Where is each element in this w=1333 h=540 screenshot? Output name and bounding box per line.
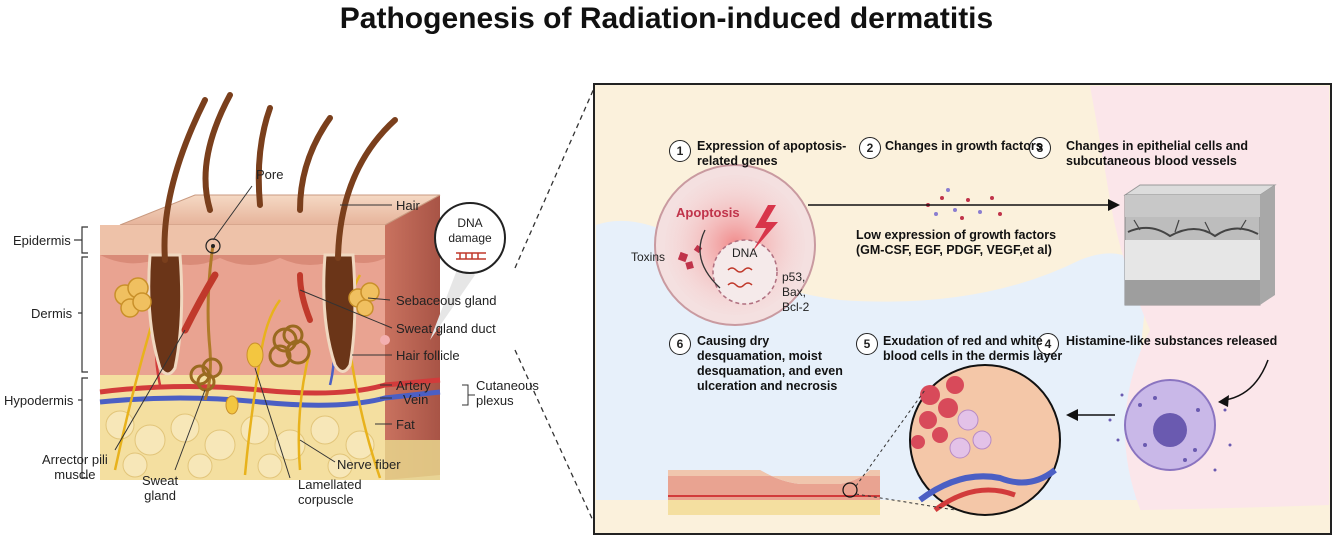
sweat-gland-coil-2 <box>268 324 311 368</box>
skin-side-face <box>385 195 440 480</box>
label-pore: Pore <box>256 167 284 182</box>
hair-strands <box>161 92 398 263</box>
dna-damage-callout <box>434 202 506 274</box>
step-2-text: Changes in growth factors <box>885 139 1043 153</box>
epithelium-tissue <box>1123 184 1277 306</box>
label-arrector-pili: Arrector pili muscle <box>42 452 108 482</box>
arrector-pili-muscle <box>181 271 219 334</box>
layer-hypodermis: Hypodermis <box>4 393 74 408</box>
step-2-number: 2 <box>859 137 881 159</box>
sebaceous-gland-right <box>348 282 380 317</box>
pore-marker <box>205 238 221 254</box>
histamine-granules <box>1108 393 1232 472</box>
label-dna-damage: DNA damage <box>448 216 492 245</box>
histamine-release-arrow <box>1224 359 1269 401</box>
artery-vessel <box>99 377 441 396</box>
layer-epidermis: Epidermis <box>13 233 71 248</box>
label-hair-follicle: Hair follicle <box>396 348 460 363</box>
label-sweat-gland-duct: Sweat gland duct <box>396 321 496 336</box>
layer-dermis: Dermis <box>31 306 73 321</box>
step-1-text: Expression of apoptosis- related genes <box>697 139 847 168</box>
label-hair: Hair <box>396 198 420 213</box>
label-sebaceous-gland: Sebaceous gland <box>396 293 497 308</box>
label-lamellated-corpuscle: Lamellated corpuscle <box>298 477 362 507</box>
step-1-number: 1 <box>669 140 691 162</box>
label-fat: Fat <box>396 417 415 432</box>
step-4-text: Histamine-like substances released <box>1066 334 1278 348</box>
skin-strip <box>668 470 880 515</box>
step-5-text: Exudation of red and white blood cells i… <box>883 334 1063 363</box>
nucleus <box>712 239 778 305</box>
step-6-number: 6 <box>669 333 691 355</box>
label-nerve-fiber: Nerve fiber <box>337 457 401 472</box>
label-vein: Vein <box>403 392 429 407</box>
dna-helix-icon <box>456 252 486 260</box>
step-4-number: 4 <box>1037 333 1059 355</box>
page-title: Pathogenesis of Radiation-induced dermat… <box>339 2 994 35</box>
sweat-gland-coil <box>189 357 223 392</box>
lamellated-corpuscle <box>246 342 264 368</box>
label-apoptosis: Apoptosis <box>676 205 740 220</box>
step-5-number: 5 <box>856 333 878 355</box>
white-blood-cells <box>949 409 992 459</box>
label-artery: Artery <box>396 378 431 393</box>
fat-cells <box>105 410 375 479</box>
label-sweat-gland: Sweat gland <box>142 473 179 503</box>
label-dna: DNA <box>732 246 758 260</box>
lightning-icon <box>752 205 778 252</box>
step-6-text: Causing dry desquamation, moist desquama… <box>697 334 843 393</box>
label-genes: p53, Bax, Bcl-2 <box>782 270 810 314</box>
sebaceous-gland-left <box>114 277 152 318</box>
sweat-duct <box>203 244 215 401</box>
label-cutaneous-plexus: Cutaneous plexus <box>476 378 539 408</box>
hair-follicle-left <box>147 253 184 376</box>
step-3-number: 3 <box>1029 137 1051 159</box>
label-growth-factors: Low expression of growth factors (GM-CSF… <box>856 228 1057 257</box>
step-3-text: Changes in epithelial cells and subcutan… <box>1066 139 1248 168</box>
label-toxins: Toxins <box>631 250 666 264</box>
red-blood-cells <box>911 376 964 449</box>
